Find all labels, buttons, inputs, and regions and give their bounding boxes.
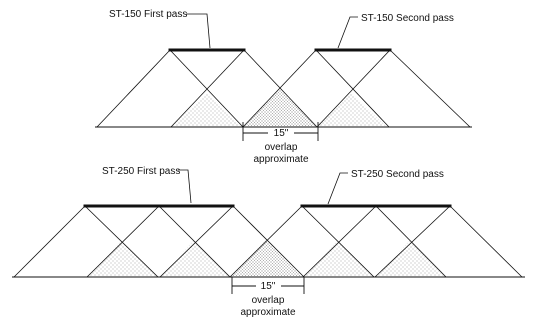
st250-overlap-zone [159,240,230,277]
st250-approximate-text: approximate [240,307,295,318]
st250-overlap-dimension: 15" overlap approximate [231,277,305,318]
st250-second-pass-label: ST-250 Second pass [351,169,444,180]
st250-overlap-zone [87,240,158,277]
st150-approximate-text: approximate [253,154,308,165]
st150-overlap-text: overlap [265,142,298,153]
st150-second-pass-leader [337,16,358,49]
st150-overlap-value: 15" [274,128,289,139]
st150-overlap-zone [171,93,241,127]
st250-second-pass-leader [327,172,348,205]
st250-overlap-value: 15" [261,281,276,292]
st150-first-pass-label: ST-150 First pass [109,9,187,20]
st250-first-pass-label: ST-250 First pass [102,166,180,177]
st250-overlap-text: overlap [252,295,285,306]
st150-second-pass-label: ST-150 Second pass [361,13,454,24]
st150-overlap-dimension: 15" overlap approximate [242,122,319,165]
st150-diagram: ST-150 First pass ST-150 Second pass 15"… [95,9,472,165]
st250-overlap-zone [303,240,374,277]
st250-first-pass-leader [178,169,192,204]
st150-overlap-zone [317,93,387,127]
st150-pass-overlap-zone [244,88,316,127]
st150-first-pass-leader [186,13,211,49]
st250-overlap-zone [375,240,446,277]
st250-pass-overlap-zone [230,240,302,277]
st250-diagram: ST-250 First pass ST-250 Second pass 15"… [12,166,525,318]
